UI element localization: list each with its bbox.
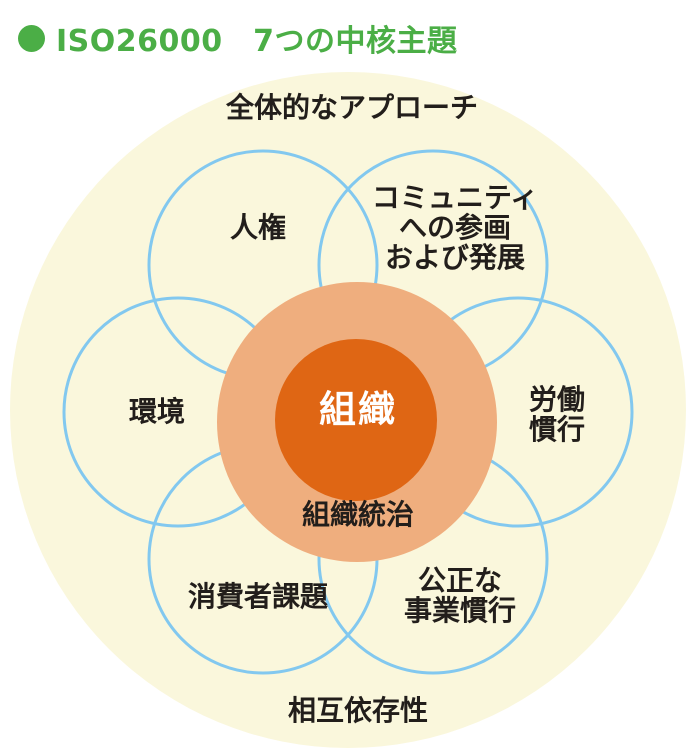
label-environment: 環境 xyxy=(128,395,186,428)
label-holistic-approach: 全体的なアプローチ xyxy=(225,91,479,124)
label-organization-core: 組織 xyxy=(319,388,397,431)
organization-core-circle xyxy=(275,339,437,501)
figure-title: ISO26000 7つの中核主題 xyxy=(56,24,458,59)
label-consumer-issues: 消費者課題 xyxy=(187,580,329,613)
label-labor-practices: 労働 慣行 xyxy=(528,383,586,446)
figure-header: ISO26000 7つの中核主題 xyxy=(18,16,458,60)
label-interdependence: 相互依存性 xyxy=(287,694,429,727)
green-bullet-icon xyxy=(18,24,45,52)
label-community: コミュニティ への参画 および発展 xyxy=(371,181,539,274)
label-human-rights: 人権 xyxy=(229,211,287,244)
label-fair-operating-practices: 公正な 事業慣行 xyxy=(403,564,517,627)
label-organizational-governance: 組織統治 xyxy=(301,498,415,531)
